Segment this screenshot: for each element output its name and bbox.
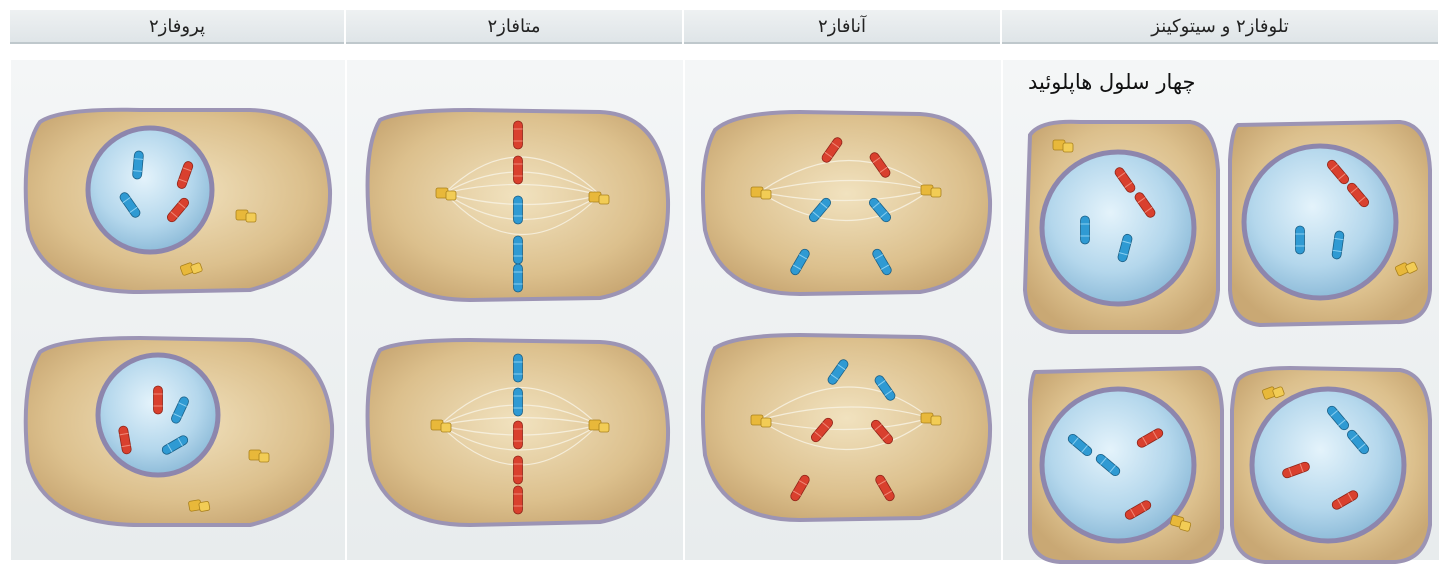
telophase2-cell-3 <box>1030 368 1222 562</box>
telophase2-cell-1 <box>1025 122 1218 332</box>
anaphase2-cell-bottom <box>703 335 990 520</box>
telophase2-cell-2 <box>1230 122 1430 325</box>
metaphase2-cell-top <box>368 110 669 300</box>
prophase2-cell-bottom <box>26 338 332 525</box>
telophase2-cell-4 <box>1232 368 1430 562</box>
telophase-caption: چهار سلول هاپلوئید <box>1028 70 1196 94</box>
prophase2-cell-top <box>26 110 330 292</box>
anaphase2-cell-top <box>703 112 990 294</box>
metaphase2-cell-bottom <box>368 340 669 525</box>
